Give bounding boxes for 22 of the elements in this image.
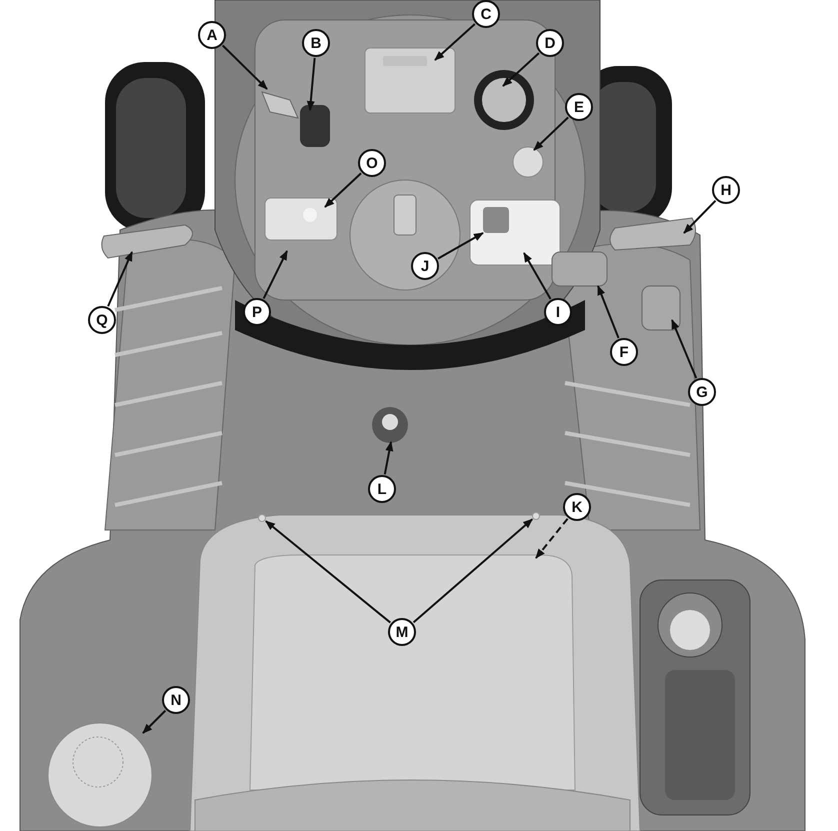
leader-line	[597, 285, 620, 338]
leader-line	[683, 200, 716, 234]
leader-line	[533, 116, 569, 151]
leader-line	[502, 52, 540, 87]
leader-line	[671, 319, 698, 379]
callout-letter: A	[198, 21, 226, 49]
leader-line	[265, 520, 391, 624]
callout-letter: G	[688, 378, 716, 406]
callout-letter: H	[712, 176, 740, 204]
callout-letter: Q	[88, 306, 116, 334]
leader-line	[434, 23, 476, 61]
leader-line	[523, 252, 552, 300]
leader-line	[412, 518, 533, 624]
leader-line	[535, 518, 568, 559]
leader-line	[384, 441, 394, 474]
leader-line	[306, 58, 316, 111]
leader-line	[142, 710, 166, 734]
leader-line	[107, 251, 133, 307]
leader-line	[262, 250, 288, 299]
leader-line	[438, 232, 484, 260]
leader-line	[324, 172, 362, 208]
leader-line	[222, 44, 268, 90]
